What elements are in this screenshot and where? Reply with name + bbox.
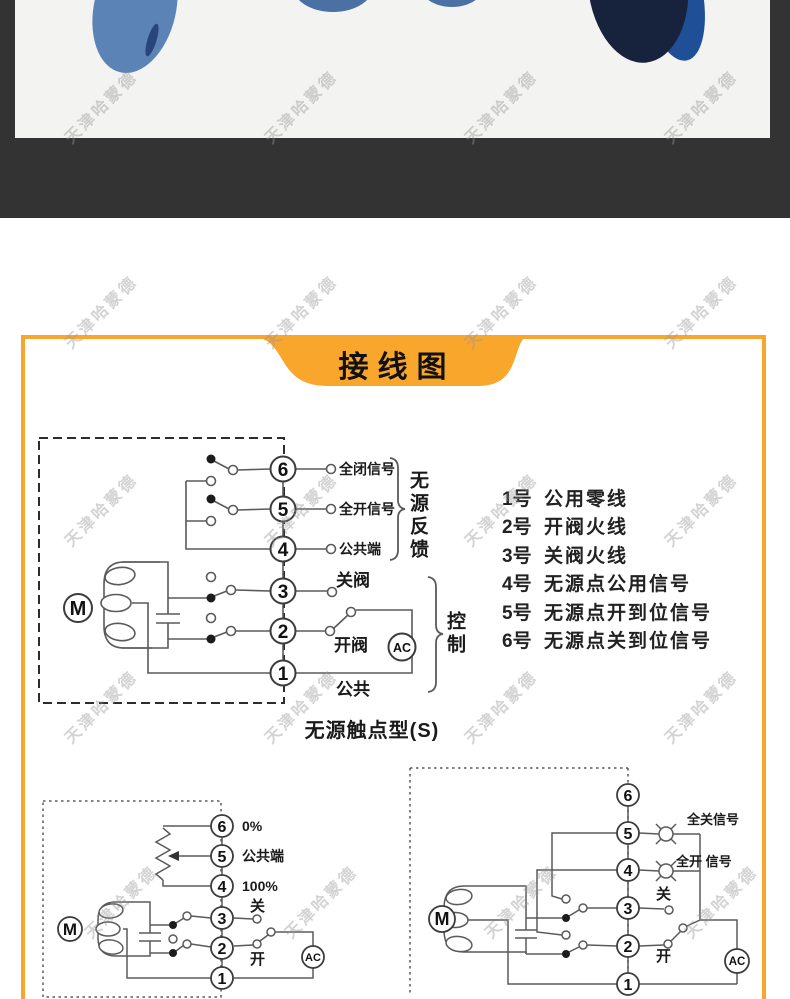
label-common-terminal: 公共端 — [339, 541, 381, 557]
label-full-open-signal: 全开信号 — [339, 501, 395, 517]
label-common: 公共 — [336, 680, 370, 699]
label-full-close-signal: 全闭信号 — [339, 461, 395, 477]
legend-num: 1号 — [502, 489, 532, 510]
legend-desc: 公用零线 — [544, 489, 629, 510]
label-close-valve: 关阀 — [336, 571, 370, 590]
label-close: 关 — [250, 898, 266, 915]
legend-row: 6号无源点关到位信号 — [502, 628, 712, 656]
label-0-percent: 0% — [242, 818, 263, 834]
legend-desc: 无源点关到位信号 — [544, 631, 713, 653]
product-photo-strip — [0, 0, 790, 138]
legend-desc: 无源点公用信号 — [544, 574, 692, 596]
dark-divider-band — [0, 138, 790, 218]
terminal-legend: 1号公用零线 2号开阀火线 3号关阀火线 4号无源点公用信号 5号无源点开到位信… — [502, 486, 712, 656]
legend-num: 5号 — [502, 602, 532, 624]
legend-row: 1号公用零线 — [502, 486, 712, 514]
label-full-open-signal: 全开 信号 — [676, 854, 732, 869]
wiring-diagram-box — [21, 335, 766, 999]
legend-row: 3号关阀火线 — [502, 543, 712, 571]
product-photo-background — [15, 0, 770, 138]
label-open: 开 — [250, 951, 266, 968]
legend-row: 2号开阀火线 — [502, 514, 712, 542]
legend-num: 4号 — [502, 574, 532, 596]
legend-row: 4号无源点公用信号 — [502, 571, 712, 599]
legend-num: 6号 — [502, 631, 532, 653]
main-diagram-caption: 无源触点型(S) — [304, 720, 440, 742]
label-control-group: 控制 — [444, 611, 465, 657]
legend-num: 2号 — [502, 517, 532, 539]
label-common-terminal: 公共端 — [242, 848, 284, 864]
label-open: 开 — [656, 948, 672, 965]
legend-desc: 关阀火线 — [544, 545, 629, 567]
label-open-valve: 开阀 — [334, 636, 368, 655]
label-100-percent: 100% — [242, 878, 278, 894]
legend-row: 5号无源点开到位信号 — [502, 600, 712, 628]
label-close: 关 — [656, 886, 672, 903]
legend-desc: 开阀火线 — [544, 517, 629, 539]
banner-title: 接线图 — [338, 351, 456, 384]
legend-desc: 无源点开到位信号 — [544, 602, 713, 624]
label-full-close-signal: 全关信号 — [687, 812, 740, 827]
label-passive-feedback-group: 无源反馈 — [407, 470, 428, 562]
legend-num: 3号 — [502, 545, 532, 567]
